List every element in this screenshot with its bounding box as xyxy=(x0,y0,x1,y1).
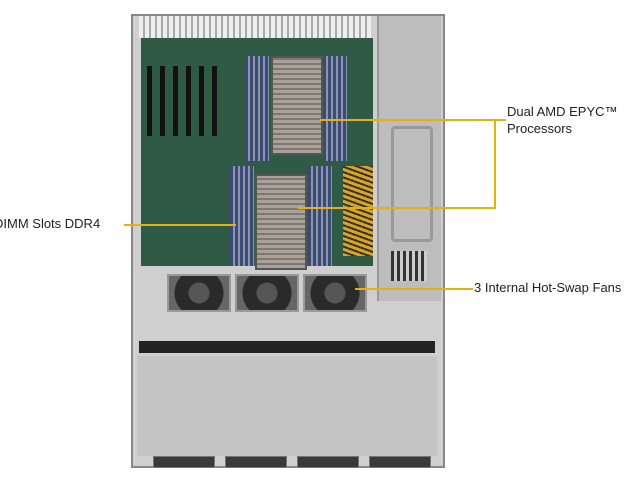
cpu2-heatsink xyxy=(255,174,307,270)
processors-label-line2: Processors xyxy=(507,121,573,136)
dimm-callout-line xyxy=(124,224,236,226)
power-supply xyxy=(377,16,441,301)
cpu1-heatsink xyxy=(271,56,323,155)
fan-2 xyxy=(235,274,299,312)
drive-bay-4 xyxy=(369,456,431,468)
fans-callout-line xyxy=(355,288,473,290)
dimm-slots-cpu1-left xyxy=(245,56,269,161)
dimm-slots-cpu2-left xyxy=(230,166,254,266)
backplane xyxy=(139,341,435,353)
processors-callout-line-bottom xyxy=(298,207,496,209)
processors-label-line1: Dual AMD EPYC™ xyxy=(507,104,618,119)
dimm-slots-cpu1-right xyxy=(323,56,347,161)
drive-bay-2 xyxy=(225,456,287,468)
server-chassis xyxy=(131,14,445,468)
drive-bay-area xyxy=(137,356,437,456)
fans-label: 3 Internal Hot-Swap Fans xyxy=(474,280,622,295)
processors-callout-line-top xyxy=(320,119,496,121)
rear-io-panel xyxy=(139,16,371,38)
dimm-slots-cpu2-right xyxy=(308,166,332,266)
drive-bay-3 xyxy=(297,456,359,468)
fan-1 xyxy=(167,274,231,312)
fan-3 xyxy=(303,274,367,312)
processors-callout-line-vertical xyxy=(494,119,496,209)
processors-callout-line-label xyxy=(494,119,506,121)
pcie-slots xyxy=(147,66,217,136)
cable-bundle xyxy=(343,166,373,256)
drive-bay-1 xyxy=(153,456,215,468)
dimm-label: DIMM Slots DDR4 xyxy=(0,216,101,231)
